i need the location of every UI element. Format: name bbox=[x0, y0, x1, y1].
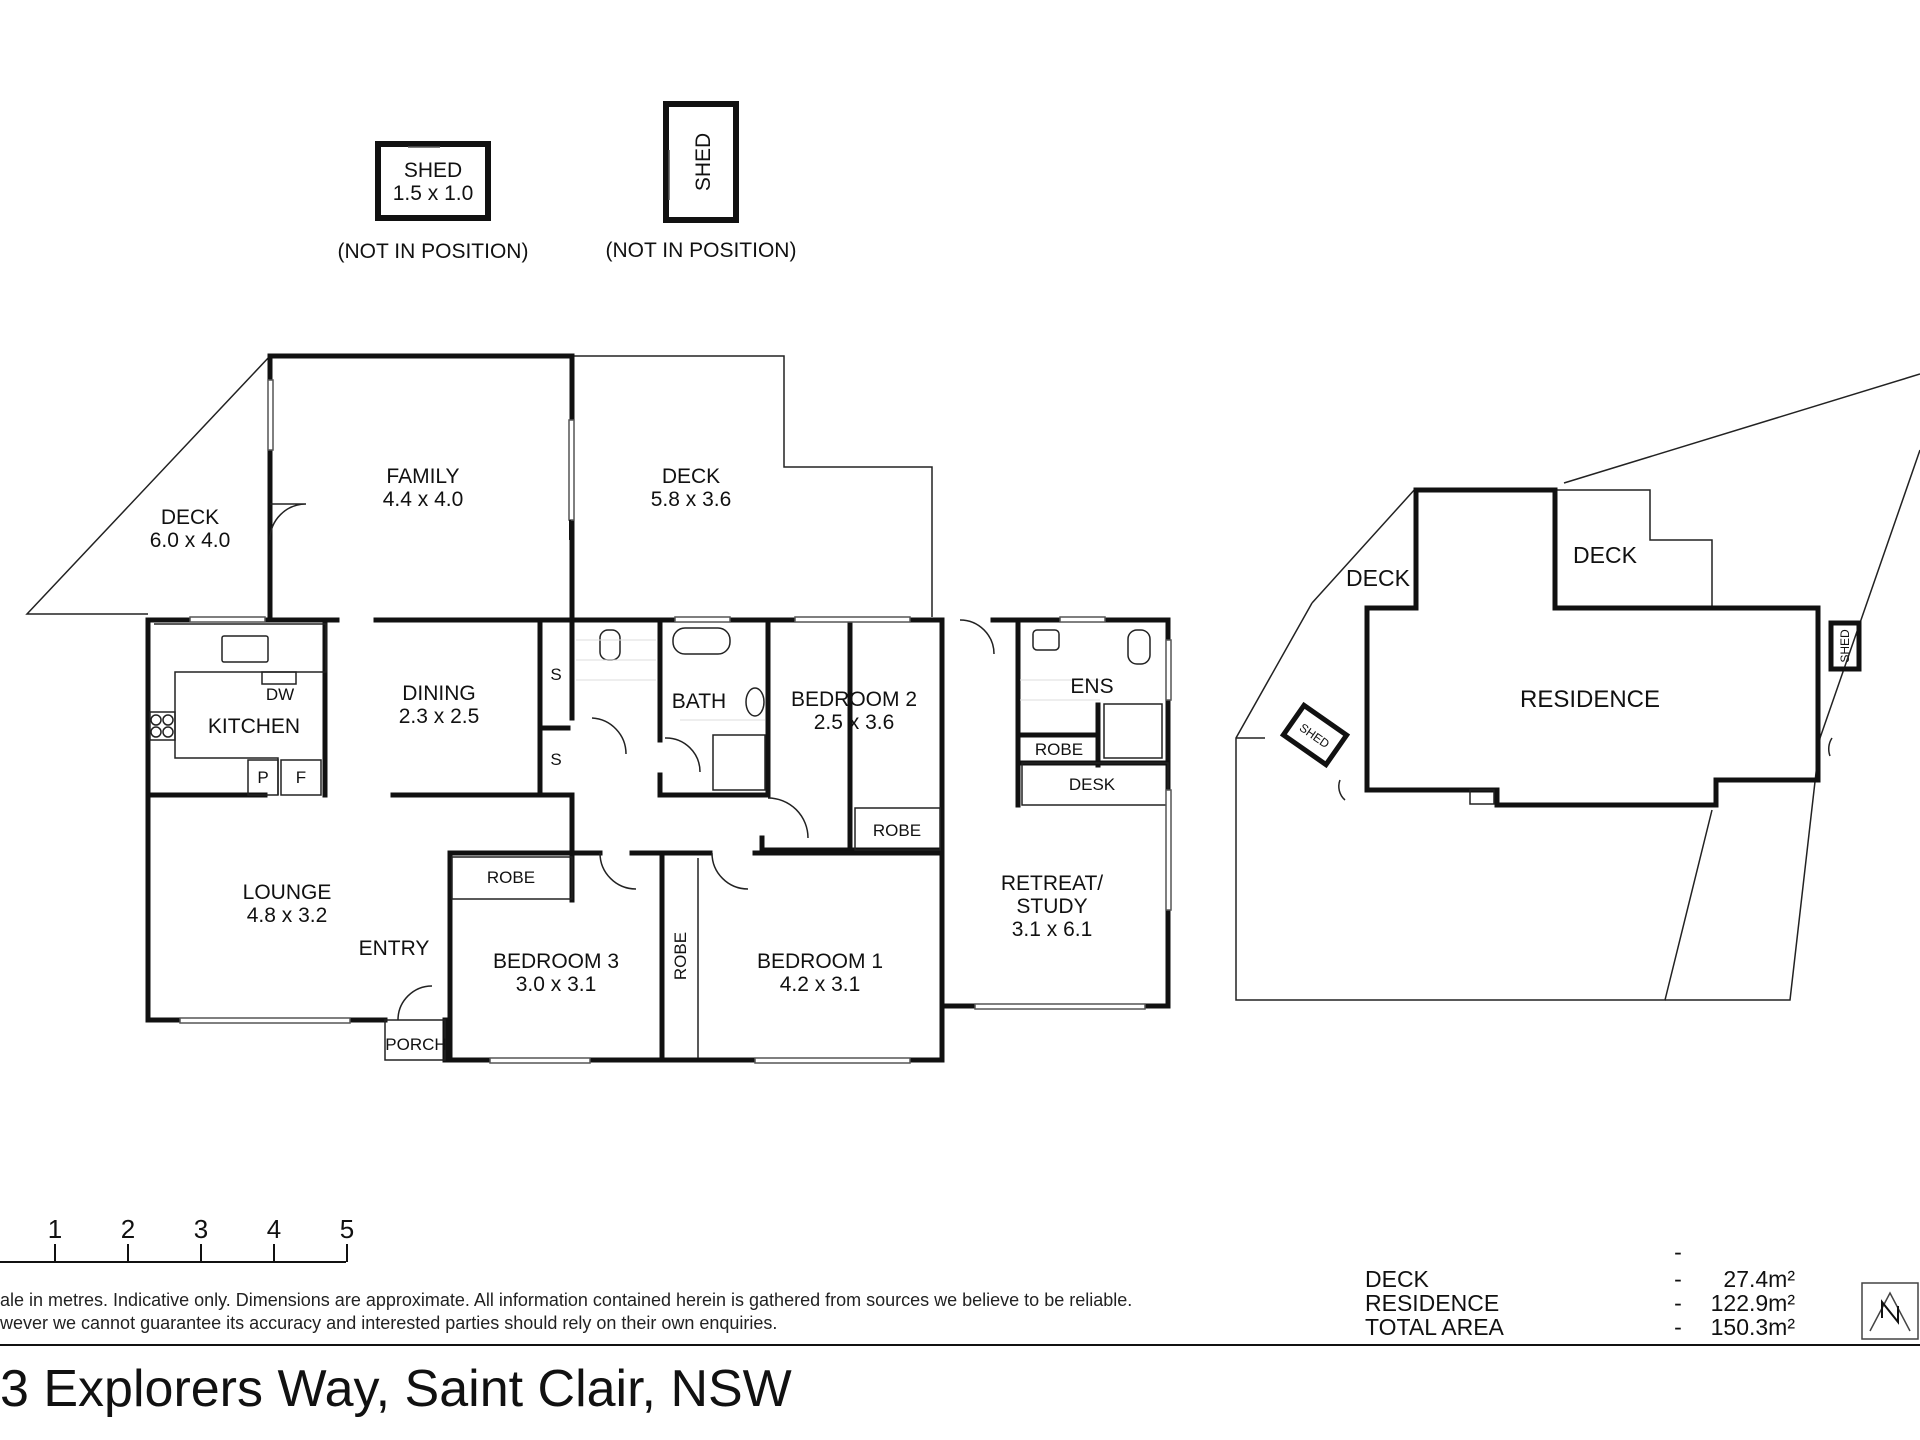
disclaimer-line-2: wever we cannot guarantee its accuracy a… bbox=[0, 1313, 777, 1333]
svg-text:RESIDENCE: RESIDENCE bbox=[1365, 1290, 1499, 1316]
svg-text:RESIDENCE: RESIDENCE bbox=[1520, 686, 1660, 713]
svg-text:TOTAL AREA: TOTAL AREA bbox=[1365, 1314, 1505, 1340]
svg-text:4.8 x 3.2: 4.8 x 3.2 bbox=[247, 904, 328, 927]
svg-text:S: S bbox=[550, 665, 561, 684]
svg-text:S: S bbox=[550, 750, 561, 769]
svg-text:ENTRY: ENTRY bbox=[359, 937, 430, 960]
svg-text:2.3 x 2.5: 2.3 x 2.5 bbox=[399, 705, 480, 728]
svg-text:DECK: DECK bbox=[1346, 565, 1411, 591]
disclaimer-line-1: ale in metres. Indicative only. Dimensio… bbox=[0, 1290, 1132, 1310]
svg-text:1.5 x 1.0: 1.5 x 1.0 bbox=[393, 182, 474, 205]
svg-text:SHED: SHED bbox=[1838, 629, 1852, 663]
svg-text:ENS: ENS bbox=[1070, 675, 1113, 698]
svg-text:PORCH: PORCH bbox=[385, 1035, 446, 1054]
svg-text:DECK: DECK bbox=[1365, 1266, 1430, 1292]
svg-text:4.2 x 3.1: 4.2 x 3.1 bbox=[780, 973, 861, 996]
svg-text:BATH: BATH bbox=[672, 690, 726, 713]
site-plan: DECK DECK RESIDENCE SHED SHED bbox=[1235, 373, 1920, 1001]
svg-text:DECK: DECK bbox=[662, 465, 720, 488]
shed-small: SHED 1.5 x 1.0 (NOT IN POSITION) bbox=[338, 141, 529, 263]
svg-text:4.4 x 4.0: 4.4 x 4.0 bbox=[383, 488, 464, 511]
scale-tick-label: 2 bbox=[121, 1214, 135, 1244]
svg-text:ROBE: ROBE bbox=[873, 821, 921, 840]
svg-text:-: - bbox=[1674, 1239, 1682, 1265]
scale-tick-label: 5 bbox=[340, 1214, 354, 1244]
svg-text:150.3m²: 150.3m² bbox=[1711, 1314, 1796, 1340]
svg-text:BEDROOM 2: BEDROOM 2 bbox=[791, 688, 917, 711]
property-address: 3 Explorers Way, Saint Clair, NSW bbox=[0, 1360, 792, 1418]
scale-bar: 1 2 3 4 5 bbox=[0, 1214, 354, 1263]
svg-text:KITCHEN: KITCHEN bbox=[208, 715, 300, 738]
north-arrow-icon bbox=[1861, 1282, 1919, 1340]
svg-text:2.5 x 3.6: 2.5 x 3.6 bbox=[814, 711, 895, 734]
scale-tick-label: 4 bbox=[267, 1214, 281, 1244]
svg-text:3.1 x 6.1: 3.1 x 6.1 bbox=[1012, 918, 1093, 941]
svg-text:(NOT IN POSITION): (NOT IN POSITION) bbox=[606, 239, 797, 262]
svg-text:ROBE: ROBE bbox=[1035, 740, 1083, 759]
svg-text:-: - bbox=[1674, 1290, 1682, 1316]
svg-text:SHED: SHED bbox=[692, 133, 715, 191]
svg-text:ROBE: ROBE bbox=[487, 868, 535, 887]
svg-text:-: - bbox=[1674, 1266, 1682, 1292]
svg-text:BEDROOM 1: BEDROOM 1 bbox=[757, 950, 883, 973]
svg-text:(NOT IN POSITION): (NOT IN POSITION) bbox=[338, 240, 529, 263]
svg-text:DECK: DECK bbox=[161, 506, 219, 529]
svg-text:27.4m²: 27.4m² bbox=[1723, 1266, 1795, 1292]
svg-text:LOUNGE: LOUNGE bbox=[243, 881, 332, 904]
svg-text:DECK: DECK bbox=[1573, 542, 1638, 568]
svg-text:SHED: SHED bbox=[404, 159, 462, 182]
svg-text:STUDY: STUDY bbox=[1016, 895, 1087, 918]
svg-text:122.9m²: 122.9m² bbox=[1711, 1290, 1796, 1316]
svg-text:-: - bbox=[1674, 1314, 1682, 1340]
area-summary: - DECK RESIDENCE TOTAL AREA - - - 27.4m²… bbox=[1365, 1239, 1795, 1340]
svg-text:FAMILY: FAMILY bbox=[386, 465, 459, 488]
svg-text:BEDROOM 3: BEDROOM 3 bbox=[493, 950, 619, 973]
svg-text:F: F bbox=[296, 768, 306, 787]
svg-text:DW: DW bbox=[266, 685, 294, 704]
shed-tall: SHED (NOT IN POSITION) bbox=[606, 101, 797, 262]
main-floor-plan: FAMILY 4.4 x 4.0 DECK 5.8 x 3.6 DECK 6.0… bbox=[25, 353, 1172, 1064]
svg-text:DESK: DESK bbox=[1069, 775, 1116, 794]
svg-text:P: P bbox=[257, 768, 268, 787]
svg-text:6.0 x 4.0: 6.0 x 4.0 bbox=[150, 529, 231, 552]
svg-text:ROBE: ROBE bbox=[671, 932, 690, 980]
scale-tick-label: 3 bbox=[194, 1214, 208, 1244]
svg-text:5.8 x 3.6: 5.8 x 3.6 bbox=[651, 488, 732, 511]
svg-text:3.0 x 3.1: 3.0 x 3.1 bbox=[516, 973, 597, 996]
scale-tick-label: 1 bbox=[48, 1214, 62, 1244]
svg-text:RETREAT/: RETREAT/ bbox=[1001, 872, 1103, 895]
svg-text:DINING: DINING bbox=[402, 682, 476, 705]
